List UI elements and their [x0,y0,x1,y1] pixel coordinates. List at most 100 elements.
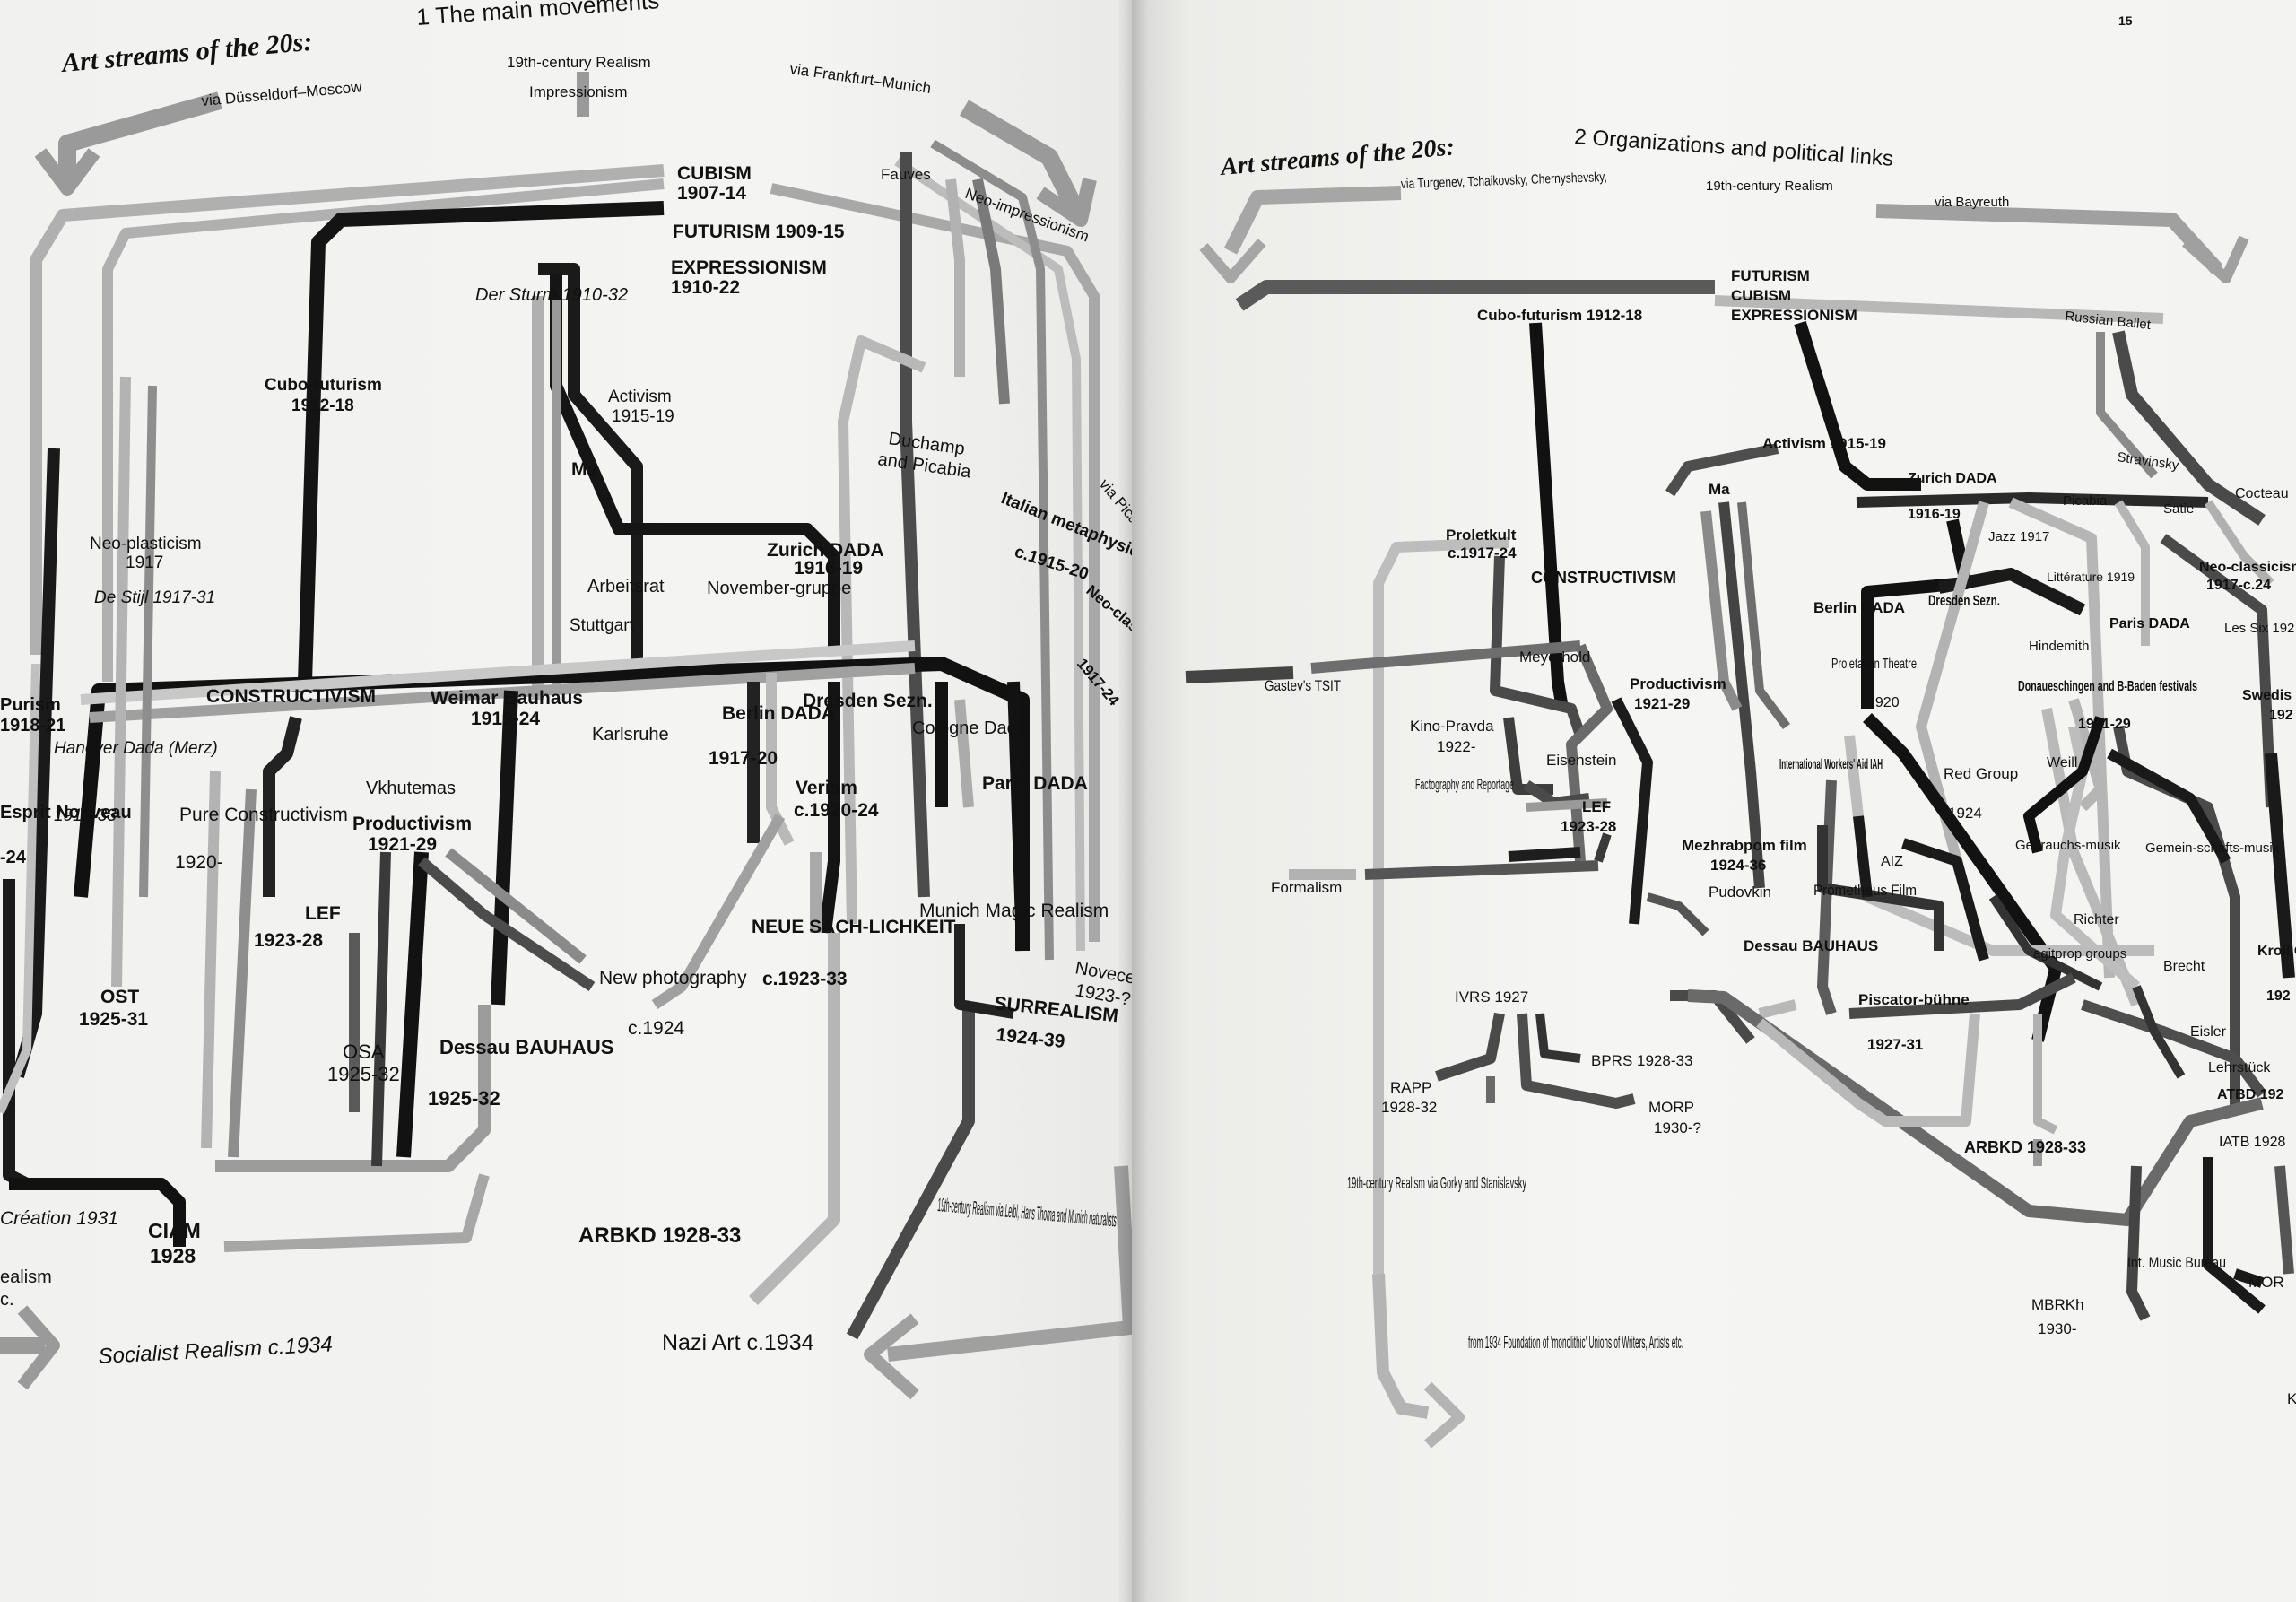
ciam-year: 1928 [150,1244,196,1267]
mezhrabpom-label: Mezhrabpom film [1682,837,1807,854]
right-neo-classicism-label: Neo-classicism [2199,560,2296,575]
new-photography-label: New photography [599,968,747,988]
cubo-futurism-years: 1912-18 [291,396,354,415]
cubo-futurism-label: Cubo-futurism [265,376,382,395]
via-turgenev-label: via Turgenev, Tchaikovsky, Chernyshevsky… [1401,170,1607,192]
hindemith-label: Hindemith [2029,639,2090,654]
international-aid-label: International Workers' Aid IAH [1779,757,1883,772]
stuttgart-label: Stuttgart [570,616,635,635]
mor-label: MOR [2248,1274,2284,1291]
right-arbkd-label: ARBKD 1928-33 [1964,1138,2086,1156]
impressionism-label: Impressionism [529,83,628,100]
prometheus-label: Prometheus Film [1813,882,1917,899]
kroll-year: 192 [2266,988,2291,1004]
neo-plasticism-label: Neo-plasticism [90,535,202,553]
left-diagram: Art streams of the 20s: 1 The main movem… [0,0,1132,1400]
dresden-sezn-label: Dresden Sezn. [803,691,933,711]
donau-years: 1921-29 [2078,717,2131,732]
proletarian-theatre-label: Proletarian Theatre [1831,657,1917,672]
piscatorbuhne-label: Piscator-bühne [1858,991,1970,1008]
right-constructivism-label: CONSTRUCTIVISM [1531,569,1676,587]
gebrauchsmusik-label: Gebrauchs-musik [2015,838,2121,853]
neue-sachlichkeit-label: NEUE SACH-LICHKEIT [752,917,956,937]
proletkult-label: Proletkult [1446,527,1517,544]
right-productivism-years: 1921-29 [1634,695,1690,712]
mbrkh-label: MBRKh [2031,1296,2084,1313]
red-group-label: Red Group [1944,765,2018,782]
brecht-label: Brecht [2163,959,2205,974]
red-group-year: 1924 [1948,805,1982,822]
kino-pravda-label: Kino-Pravda [1410,718,1494,735]
book-gutter-shadow [1118,0,1148,1602]
via-bayreuth-label: via Bayreuth [1935,195,2009,210]
activism-years: 1915-19 [612,407,674,426]
les-six-label: Les Six 192 [2224,621,2294,636]
right-subheading: 2 Organizations and political links [1574,125,1894,171]
ivrs-label: IVRS 1927 [1455,988,1528,1006]
paris-dada-label: Paris DADA [982,773,1088,794]
constructivism-label: CONSTRUCTIVISM [206,686,376,707]
gemeinschaftsmusik-label: Gemein-schafts-musik [2145,840,2280,856]
right-dresden-label: Dresden Sezn. [1928,592,2000,609]
right-diagram: 15 Art streams of the 20s: 2 Organizatio… [1185,13,2296,1449]
left-heading: Art streams of the 20s: [59,27,314,78]
vkhutemas-label: Vkhutemas [366,779,456,798]
picabia-label: Picabia [2063,493,2108,509]
kino-years: 1922- [1437,738,1475,755]
pure-years: 1920- [175,852,223,873]
purism-label: Purism [0,695,61,715]
k-label: K [2287,1390,2296,1407]
dessau-years: 1925-32 [428,1087,500,1110]
osa-label: OSA [343,1040,385,1063]
hanover-years: 1919-33 [54,806,117,825]
berlin-dada-years: 1917-20 [709,748,778,769]
left-subheading: 1 The main movements [415,0,660,30]
kroll-label: Kroll Oper [2257,944,2296,959]
left-page: Art streams of the 20s: 1 The main movem… [0,0,1132,1602]
karlsruhe-label: Karlsruhe [592,725,669,744]
productivism-years: 1921-29 [368,834,437,855]
proletkult-years: c.1917-24 [1448,544,1517,562]
productivism-label: Productivism [352,814,472,834]
arbkd-label: ARBKD 1928-33 [578,1223,741,1248]
berlin-dada-label: Berlin DADA [722,703,835,724]
fauves-label: Fauves [881,166,931,183]
piscator-years: 1927-31 [1867,1036,1923,1053]
right-realism19-label: 19th-century Realism [1706,178,1833,194]
right-zurich-years: 1916-19 [1908,507,1961,522]
lef-label: LEF [305,903,341,924]
cocteau-label: Cocteau [2235,486,2289,501]
realism19-label: 19th-century Realism [507,54,651,71]
rapp-years: 1928-32 [1381,1099,1437,1116]
weimar-bauhaus-label: Weimar Bauhaus [430,688,583,709]
weill-label: Weill [2047,755,2077,771]
surrealism-years: 1924-39 [995,1024,1065,1052]
lehrstuck-label: Lehrstück [2208,1060,2271,1075]
expressionism-label: EXPRESSIONISM [671,257,827,278]
rapp-label: RAPP [1390,1079,1431,1096]
ost-years: 1925-31 [79,1009,148,1030]
satie-label: Satie [2163,501,2194,517]
de-stijl-label: De Stijl 1917-31 [94,588,215,607]
osa-years: 1925-32 [327,1063,400,1085]
cologne-dada-label: Cologne Dada [912,718,1028,738]
right-paris-dada-label: Paris DADA [2109,616,2190,631]
ost-label: OST [100,987,139,1007]
nazi-art-label: Nazi Art c.1934 [662,1330,814,1355]
page-number: 15 [2118,13,2133,28]
expressionism-years: 1910-22 [671,277,740,298]
right-futurism-label: FUTURISM [1731,267,1810,284]
gastevs-label: Gastev's TSIT [1265,677,1341,694]
realism-gorky-label: 19th-century Realism via Gorky and Stani… [1347,1174,1526,1192]
iatb-label: IATB 1928 [2219,1135,2286,1150]
via-dusseldorf-label: via Düsseldorf–Moscow [201,78,363,109]
cubism-label: CUBISM [677,163,752,184]
eisler-label: Eisler [2190,1024,2227,1040]
int-music-label: Int. Music Bureau [2127,1254,2226,1271]
novembergruppe-label: November-gruppe [707,579,851,598]
new-photography-year: c.1924 [628,1018,684,1039]
realism-leibl-label: 19th-century Realism via Leibl, Hans Tho… [937,1195,1118,1231]
munich-magic-label: Munich Magic Realism [919,901,1109,921]
creation-label: Création 1931 [0,1208,118,1229]
right-activism-label: Activism 1915-19 [1762,435,1886,452]
